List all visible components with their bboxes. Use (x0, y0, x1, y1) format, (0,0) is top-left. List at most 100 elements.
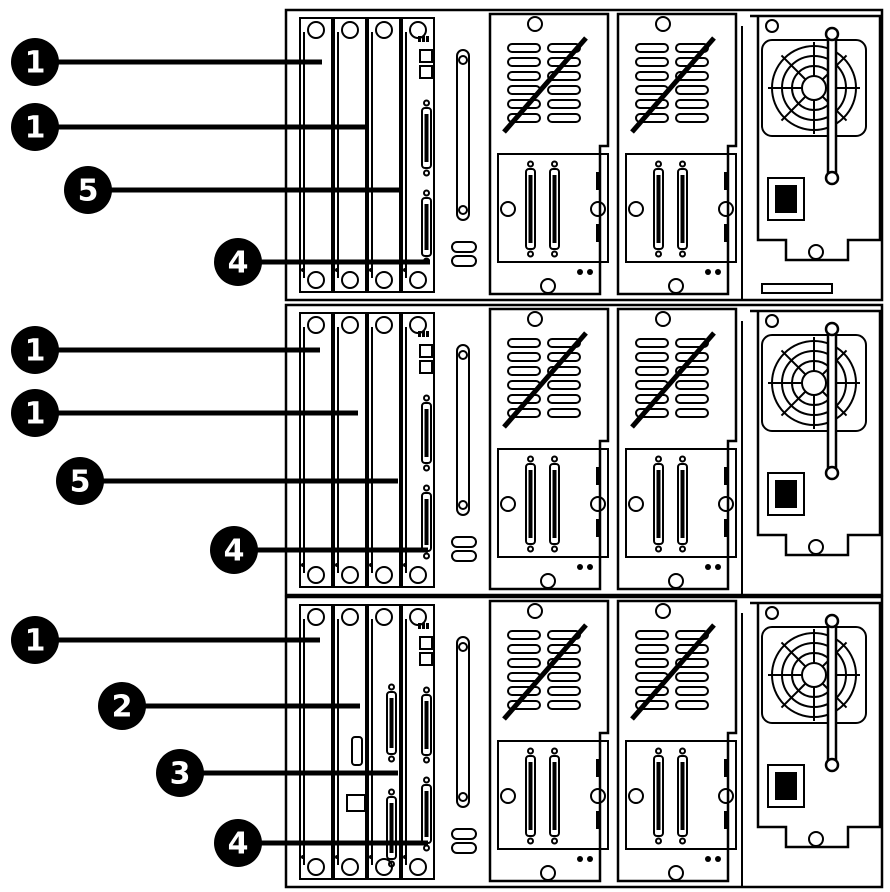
scsi-connector-icon (677, 747, 688, 845)
tape-drive-bay (488, 599, 610, 883)
card-slot (333, 604, 367, 880)
fan-icon (761, 334, 867, 432)
thumbscrew-icon (341, 271, 359, 289)
card-slot (299, 312, 333, 588)
scsi-connector-icon (525, 455, 536, 553)
callout-1: 1 (11, 389, 358, 437)
vent-grille-icon (630, 36, 716, 134)
handle-icon (824, 321, 840, 481)
thumbscrew-icon (668, 278, 684, 294)
controller-card-ports (418, 331, 433, 560)
chassis-outline (284, 303, 884, 597)
card-slot (333, 17, 367, 293)
callout-3: 3 (156, 749, 398, 797)
scsi-connector-icon (549, 455, 560, 553)
callout-1: 1 (11, 326, 320, 374)
label-slot (761, 283, 833, 294)
thumbscrew-icon (409, 316, 427, 334)
thumbscrew-icon (540, 865, 556, 881)
callout-number: 1 (25, 111, 46, 146)
chassis-outline (284, 595, 884, 889)
fan-icon (761, 39, 867, 137)
fan-icon (761, 626, 867, 724)
callout-4: 4 (214, 819, 428, 867)
power-supply (750, 309, 882, 557)
thumbscrew-icon (540, 278, 556, 294)
vent-grille-icon (630, 623, 716, 721)
thumbscrew-icon (375, 566, 393, 584)
callout-number: 1 (25, 624, 46, 659)
callout-circle (98, 682, 146, 730)
scsi-connector-icon (421, 776, 432, 852)
thumbscrew-icon (307, 271, 325, 289)
tape-drive-bay (488, 307, 610, 591)
card-slot (299, 604, 333, 880)
port-icon (419, 636, 433, 650)
callout-number: 4 (228, 827, 249, 862)
ethernet-port-icon (346, 794, 366, 812)
port-icon (419, 344, 433, 358)
vent-grille-icon (502, 36, 588, 134)
thumbscrew-icon (307, 316, 325, 334)
callout-5: 5 (64, 166, 400, 214)
scsi-connector-icon (386, 683, 397, 763)
tape-drive-bay (616, 12, 738, 296)
card-slot (401, 604, 435, 880)
scsi-connector-icon (549, 747, 560, 845)
card-slot (299, 17, 333, 293)
scsi-card-ports (346, 683, 397, 868)
tape-drive-bay (616, 599, 738, 883)
power-inlet-icon (767, 764, 805, 808)
thumbscrew-icon (341, 316, 359, 334)
thumbscrew-icon (341, 858, 359, 876)
callout-1: 1 (11, 103, 365, 151)
callout-1: 1 (11, 38, 322, 86)
thumbscrew-icon (409, 21, 427, 39)
controller-card-ports (418, 623, 433, 852)
chassis-outline (284, 8, 884, 302)
handle-icon (824, 26, 840, 186)
tape-drive-bay (488, 12, 610, 296)
thumbscrew-icon (307, 566, 325, 584)
port-icon (419, 65, 433, 79)
power-supply (750, 14, 882, 294)
port-icon (419, 49, 433, 63)
thumbscrew-icon (765, 606, 779, 620)
callout-number: 3 (170, 757, 191, 792)
controller-card-ports (418, 36, 433, 265)
callout-4: 4 (214, 238, 430, 286)
callout-2: 2 (98, 682, 360, 730)
card-slot (333, 312, 367, 588)
callout-number: 1 (25, 46, 46, 81)
card-slot (401, 312, 435, 588)
callout-number: 1 (25, 334, 46, 369)
thumbscrew-icon (375, 21, 393, 39)
callout-circle (64, 166, 112, 214)
scsi-connector-icon (421, 686, 432, 764)
vent-grille-icon (502, 331, 588, 429)
thumbscrew-icon (409, 858, 427, 876)
callout-circle (11, 38, 59, 86)
thumbscrew-icon (375, 271, 393, 289)
thumbscrew-icon (527, 311, 543, 327)
scsi-connector-icon (525, 160, 536, 258)
thumbscrew-icon (808, 539, 824, 555)
scsi-connector-icon (525, 747, 536, 845)
vent-grille-icon (630, 331, 716, 429)
callout-number: 5 (70, 465, 91, 500)
module-bottom: 1 2 3 4 (11, 595, 884, 889)
thumbscrew-icon (655, 311, 671, 327)
thumbscrew-icon (808, 831, 824, 847)
callout-circle (11, 326, 59, 374)
thumbscrew-icon (409, 271, 427, 289)
card-slot (367, 604, 401, 880)
callout-circle (11, 103, 59, 151)
callout-circle (210, 526, 258, 574)
callout-circle (214, 819, 262, 867)
thumbscrew-icon (341, 566, 359, 584)
scsi-connector-icon (549, 160, 560, 258)
card-slot (401, 17, 435, 293)
thumbscrew-icon (307, 21, 325, 39)
